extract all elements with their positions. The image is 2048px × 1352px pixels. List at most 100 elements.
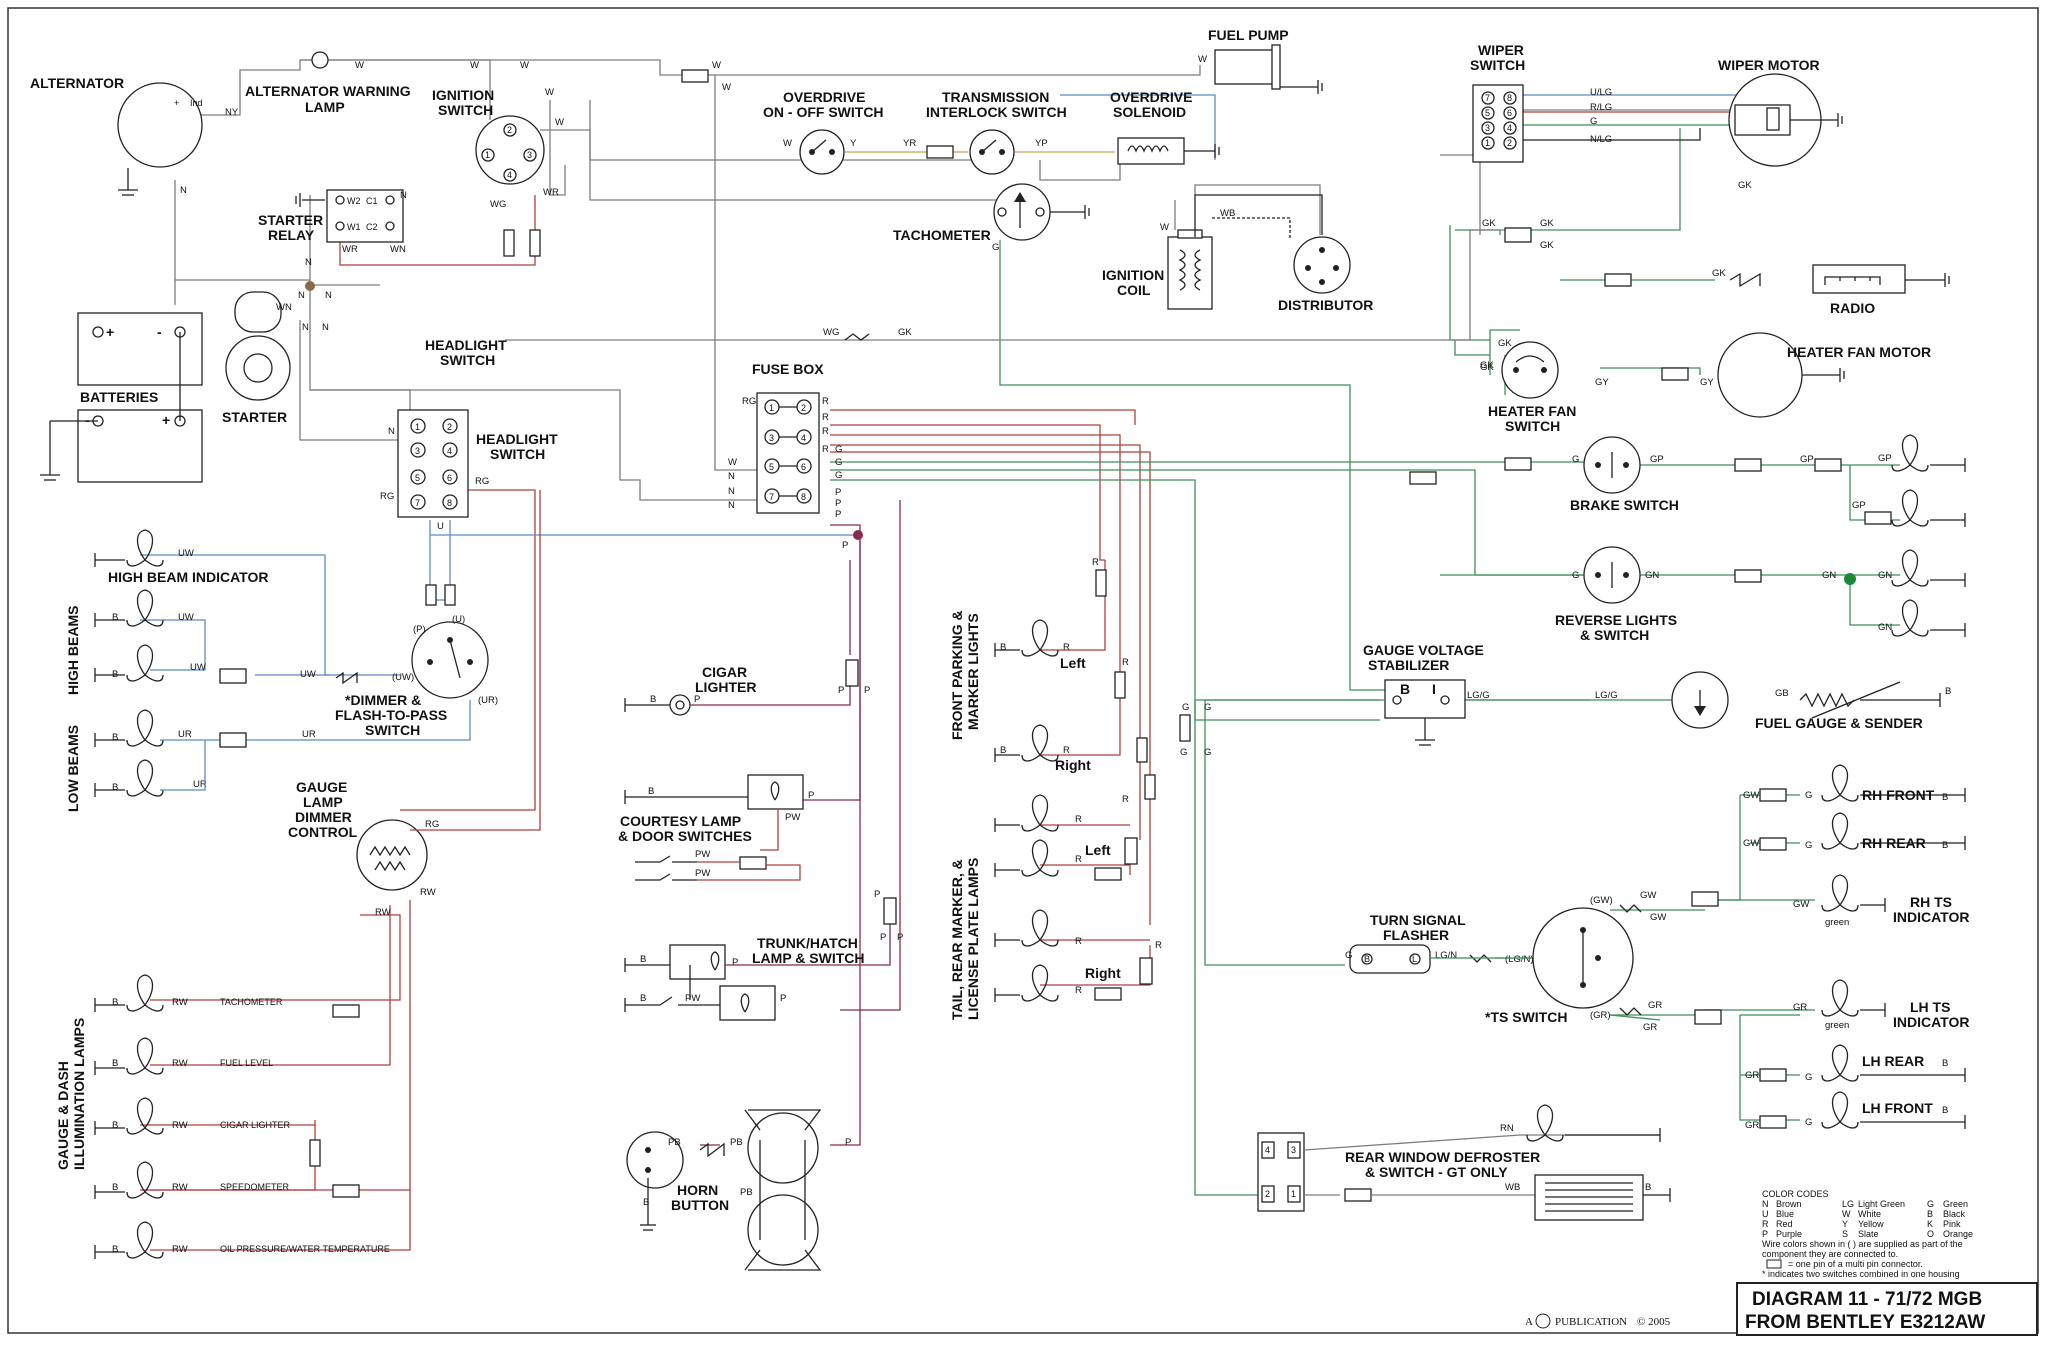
svg-text:2: 2 <box>507 125 512 135</box>
svg-text:G: G <box>992 242 999 253</box>
svg-text:+: + <box>162 412 170 428</box>
svg-text:3: 3 <box>769 433 774 443</box>
svg-text:6: 6 <box>447 473 452 483</box>
svg-text:B: B <box>1942 840 1948 851</box>
svg-text:G: G <box>835 457 842 468</box>
lh-rear-label: LH REAR <box>1862 1053 1924 1069</box>
svg-text:GK: GK <box>1480 362 1494 373</box>
reverse-lights: REVERSE LIGHTS & SWITCH G GN GN GN GN <box>1555 546 1892 643</box>
lh-front-label: LH FRONT <box>1862 1100 1933 1116</box>
svg-text:4: 4 <box>1265 1145 1270 1155</box>
legend-cell: Green <box>1943 1199 1968 1209</box>
svg-text:B: B <box>1945 686 1951 697</box>
svg-text:7: 7 <box>1485 93 1490 103</box>
svg-text:Ind: Ind <box>190 98 203 108</box>
svg-text:R: R <box>1092 557 1099 568</box>
ignition-switch: 2 1 3 4 IGNITION SWITCH W W W W WG WR <box>432 60 564 257</box>
svg-text:ILLUMINATION LAMPS: ILLUMINATION LAMPS <box>71 1018 87 1170</box>
svg-text:G: G <box>1345 950 1352 961</box>
svg-text:W: W <box>355 60 364 71</box>
svg-text:G: G <box>1204 702 1211 713</box>
svg-text:5: 5 <box>769 462 774 472</box>
svg-text:G: G <box>1572 454 1579 465</box>
svg-text:-: - <box>157 324 162 340</box>
svg-text:W: W <box>470 60 479 71</box>
legend-cell: G <box>1927 1199 1934 1209</box>
rear-bulbs <box>1891 434 1966 637</box>
svg-text:WB: WB <box>1505 1182 1520 1193</box>
svg-text:PW: PW <box>685 993 700 1004</box>
svg-text:G: G <box>835 470 842 481</box>
svg-text:TACHOMETER: TACHOMETER <box>893 227 991 243</box>
heater-fan: HEATER FAN MOTOR HEATER FAN SWITCH GK GK… <box>1480 332 1931 434</box>
legend-cell: Light Green <box>1858 1199 1905 1209</box>
svg-text:N: N <box>388 426 395 437</box>
svg-text:YR: YR <box>903 138 916 149</box>
svg-text:P: P <box>897 932 903 943</box>
svg-text:RW: RW <box>172 1244 188 1255</box>
svg-text:GP: GP <box>1800 454 1814 465</box>
svg-text:U: U <box>437 521 444 532</box>
front-left-label: Left <box>1060 655 1086 671</box>
svg-text:2: 2 <box>1265 1189 1270 1199</box>
svg-text:3: 3 <box>415 446 420 456</box>
svg-text:STARTER: STARTER <box>222 409 287 425</box>
svg-text:RW: RW <box>420 887 436 898</box>
svg-text:RH TS: RH TS <box>1910 894 1952 910</box>
svg-text:GW: GW <box>1743 790 1759 801</box>
svg-text:LAMP: LAMP <box>303 794 343 810</box>
svg-text:FUEL PUMP: FUEL PUMP <box>1208 27 1289 43</box>
dash-tachometer-label: TACHOMETER <box>220 997 283 1007</box>
svg-text:N: N <box>302 322 309 333</box>
radio: RADIO GK <box>1604 264 1950 316</box>
svg-text:*TS SWITCH: *TS SWITCH <box>1485 1009 1567 1025</box>
svg-text:B: B <box>648 786 654 797</box>
legend-cell: R <box>1762 1219 1769 1229</box>
rh-front-label: RH FRONT <box>1862 787 1935 803</box>
svg-text:HIGH BEAMS: HIGH BEAMS <box>65 606 81 695</box>
svg-text:BATTERIES: BATTERIES <box>80 389 158 405</box>
svg-text:P: P <box>732 957 738 968</box>
legend-cell: Pink <box>1943 1219 1961 1229</box>
legend-cell: Y <box>1842 1219 1848 1229</box>
svg-text:& SWITCH: & SWITCH <box>1580 627 1649 643</box>
svg-text:B: B <box>1000 745 1006 756</box>
svg-text:PB: PB <box>730 1137 743 1148</box>
svg-text:P: P <box>694 694 700 705</box>
svg-text:G: G <box>1805 1072 1812 1083</box>
svg-text:P: P <box>874 889 880 900</box>
svg-text:5: 5 <box>415 473 420 483</box>
svg-text:N: N <box>728 486 735 497</box>
svg-text:WG: WG <box>490 199 506 210</box>
svg-text:GP: GP <box>1878 453 1892 464</box>
distributor: DISTRIBUTOR <box>1278 236 1373 313</box>
svg-text:OVERDRIVE: OVERDRIVE <box>783 89 865 105</box>
alternator-warning-lamp: ALTERNATOR WARNING LAMP W <box>245 51 411 115</box>
courtesy-lamp: COURTESY LAMP & DOOR SWITCHES B P PW PW … <box>618 774 814 881</box>
svg-text:WN: WN <box>390 244 406 255</box>
svg-text:P: P <box>808 790 814 801</box>
svg-text:SOLENOID: SOLENOID <box>1113 104 1186 120</box>
svg-text:COURTESY LAMP: COURTESY LAMP <box>620 813 741 829</box>
svg-text:RW: RW <box>172 997 188 1008</box>
svg-text:RW: RW <box>172 1120 188 1131</box>
dash-oil-label: OIL PRESSURE/WATER TEMPERATURE <box>220 1244 390 1254</box>
svg-text:B: B <box>643 1197 649 1208</box>
wires <box>140 59 1900 1251</box>
svg-text:C1: C1 <box>366 196 378 206</box>
svg-text:W: W <box>728 457 737 468</box>
svg-text:GW: GW <box>1650 912 1666 923</box>
legend-cell: O <box>1927 1229 1934 1239</box>
svg-text:HORN: HORN <box>677 1182 718 1198</box>
svg-text:LAMP & SWITCH: LAMP & SWITCH <box>752 950 865 966</box>
svg-text:WR: WR <box>342 244 358 255</box>
svg-text:B: B <box>1364 954 1370 964</box>
svg-text:LICENSE PLATE LAMPS: LICENSE PLATE LAMPS <box>965 858 981 1020</box>
legend-cell: LG <box>1842 1199 1854 1209</box>
svg-text:TRANSMISSION: TRANSMISSION <box>942 89 1049 105</box>
svg-text:SWITCH: SWITCH <box>365 722 420 738</box>
svg-text:GK: GK <box>1738 180 1752 191</box>
svg-text:GR: GR <box>1745 1070 1759 1081</box>
